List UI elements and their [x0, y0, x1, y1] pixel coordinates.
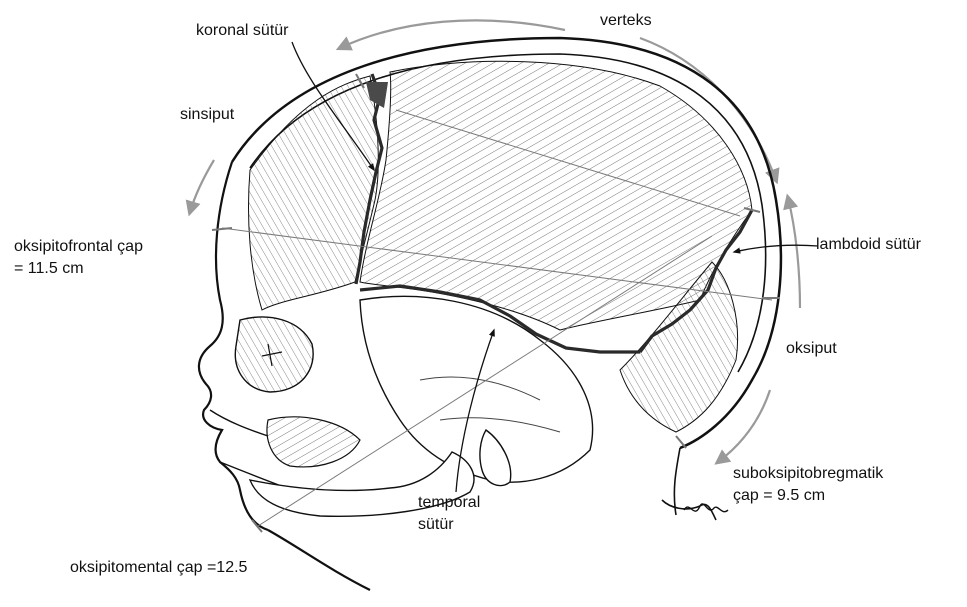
label-temporal-sutur: temporal sütür	[418, 492, 480, 536]
label-oksipitofrontal: oksipitofrontal çap = 11.5 cm	[14, 236, 143, 280]
label-koronal-sutur: koronal sütür	[196, 20, 289, 42]
orbit	[235, 317, 313, 392]
label-suboksipitobregmatik-line2: çap = 9.5 cm	[733, 485, 883, 507]
oksiput-arrow	[788, 198, 800, 308]
label-oksiput: oksiput	[786, 338, 837, 360]
label-temporal-line2: sütür	[418, 514, 480, 536]
sinsiput-arrow	[190, 160, 214, 212]
label-oksipitofrontal-line2: = 11.5 cm	[14, 258, 143, 280]
label-verteks: verteks	[600, 10, 652, 32]
verteks-arrow	[340, 20, 565, 48]
suboksipito-arrow	[718, 390, 770, 462]
label-oksipitomental: oksipitomental çap =12.5	[70, 557, 247, 579]
label-suboksipitobregmatik-line1: suboksipitobregmatik	[733, 463, 883, 485]
label-sinsiput: sinsiput	[180, 104, 234, 126]
label-suboksipitobregmatik: suboksipitobregmatik çap = 9.5 cm	[733, 463, 883, 507]
label-lambdoid-sutur: lambdoid sütür	[816, 234, 921, 256]
label-temporal-line1: temporal	[418, 492, 480, 514]
maxilla	[267, 417, 360, 467]
lambdoid-pointer	[734, 245, 818, 252]
label-oksipitofrontal-line1: oksipitofrontal çap	[14, 236, 143, 258]
